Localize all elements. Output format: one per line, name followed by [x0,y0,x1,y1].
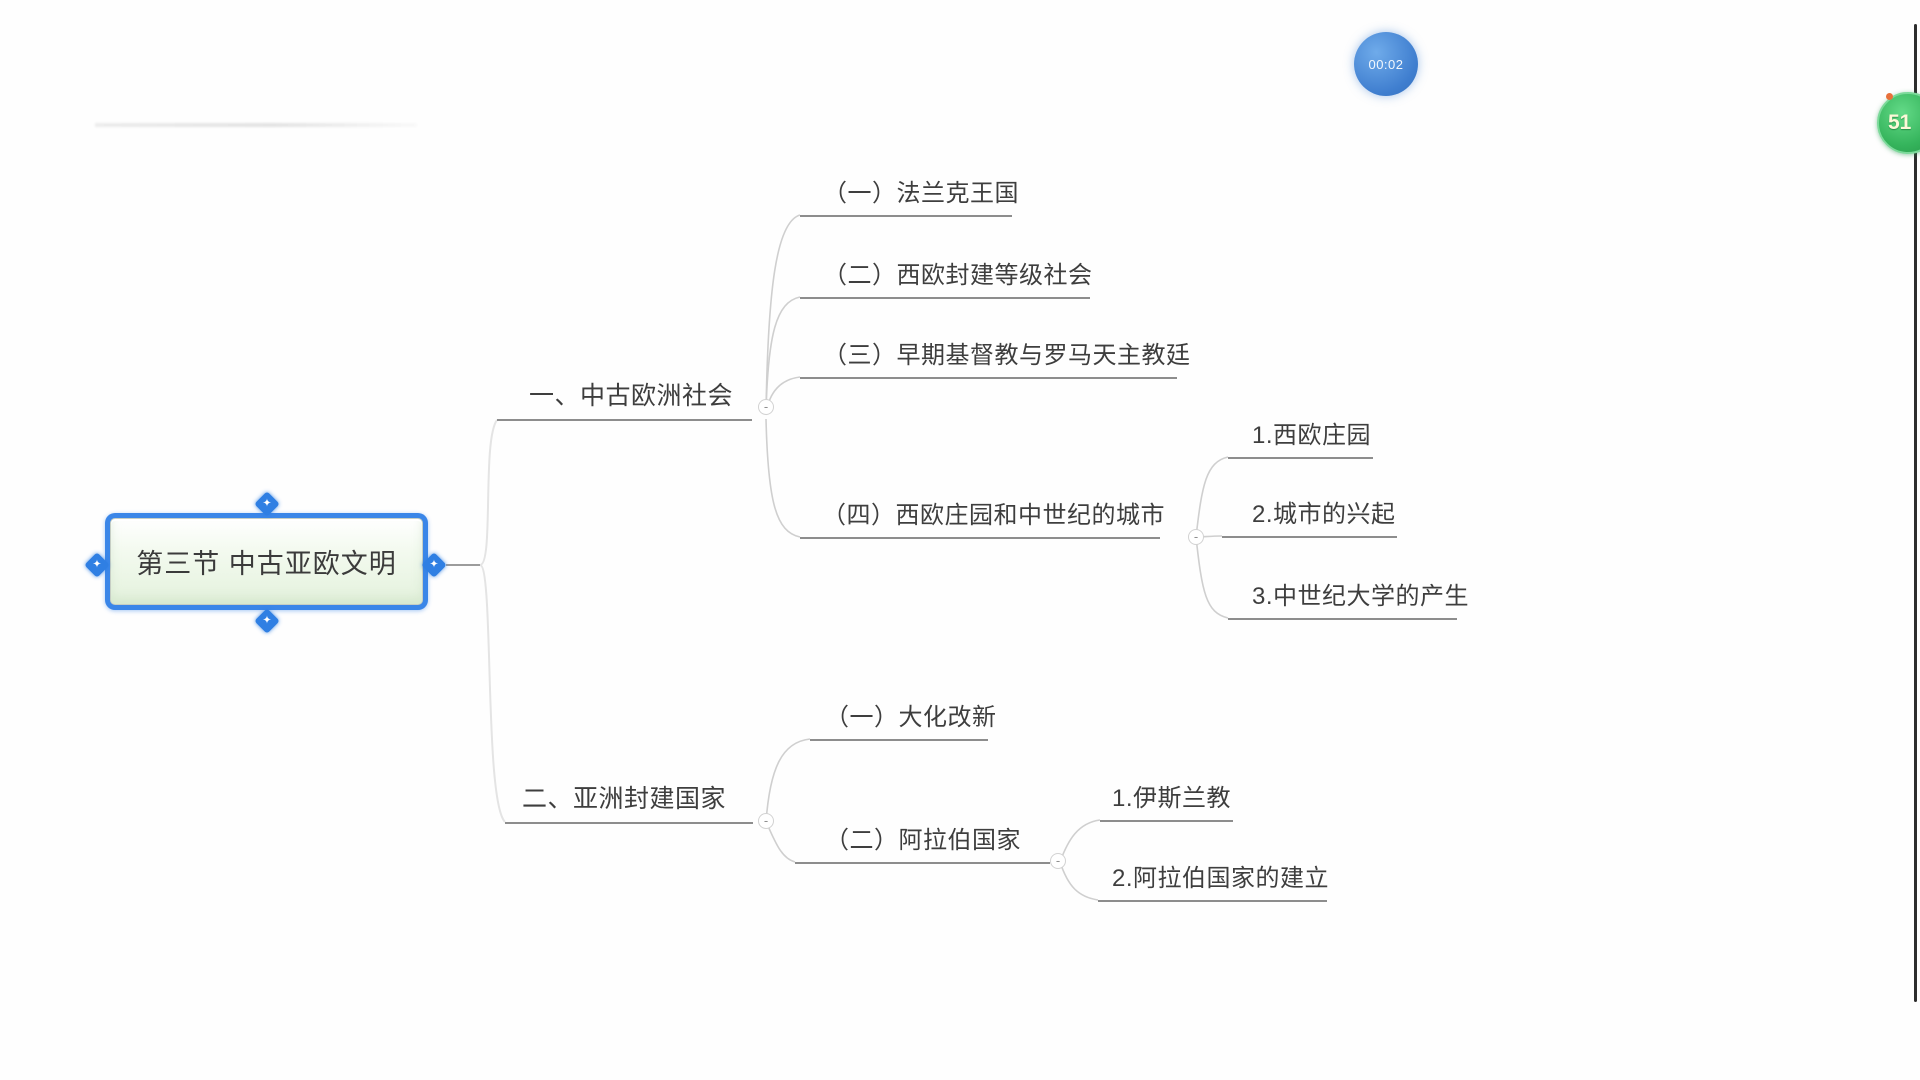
collapse-toggle[interactable]: - [758,399,774,415]
topic-label: 二、亚洲封建国家 [522,785,727,813]
topic-label: 3.中世纪大学的产生 [1252,583,1470,610]
collapse-toggle[interactable]: - [1050,853,1066,869]
collapse-toggle[interactable]: - [1188,529,1204,545]
recording-timer-label: 00:02 [1368,56,1404,72]
root-topic-label: 第三节 中古亚欧文明 [136,549,397,579]
topic-label: （四）西欧庄园和中世纪的城市 [822,502,1165,529]
topic-arab-states[interactable]: （二）阿拉伯国家 [795,818,1050,864]
topic-islam[interactable]: 1.伊斯兰教 [1100,776,1233,822]
root-topic[interactable]: 第三节 中古亚欧文明 [110,518,423,605]
recording-timer-bubble[interactable]: 00:02 [1354,32,1418,96]
topic-label: 1.伊斯兰教 [1112,785,1232,812]
topic-label: （二）阿拉伯国家 [825,827,1021,854]
topic-label: （三）早期基督教与罗马天主教廷 [823,342,1191,369]
topic-west-european-manor[interactable]: 1.西欧庄园 [1228,413,1373,459]
screen-edge-artifact [1914,24,1917,1002]
topic-label: （二）西欧封建等级社会 [823,262,1093,289]
topic-medieval-european-society[interactable]: 一、中古欧洲社会 [497,379,752,421]
notification-dot [1886,93,1893,100]
topic-manors-and-medieval-cities[interactable]: （四）西欧庄园和中世纪的城市 [800,493,1165,539]
topic-taika-reform[interactable]: （一）大化改新 [810,695,996,741]
toolbar-shadow-line [95,123,417,127]
topic-label: （一）大化改新 [825,704,997,731]
topic-early-christianity-roman-curia[interactable]: （三）早期基督教与罗马天主教廷 [800,333,1190,379]
topic-founding-of-arab-states[interactable]: 2.阿拉伯国家的建立 [1098,856,1330,902]
collapse-toggle[interactable]: - [758,813,774,829]
topic-label: 2.城市的兴起 [1252,501,1396,528]
topic-label: 2.阿拉伯国家的建立 [1112,865,1330,892]
floating-app-button-label: 51 [1888,111,1912,134]
topic-asian-feudal-states[interactable]: 二、亚洲封建国家 [505,782,753,824]
root-topic-selection-frame: 第三节 中古亚欧文明 ✦ ✦ ✦ ✦ [84,491,447,634]
topic-label: 1.西欧庄园 [1252,422,1372,449]
topic-label: 一、中古欧洲社会 [529,382,734,410]
topic-rise-of-cities[interactable]: 2.城市的兴起 [1222,492,1397,538]
topic-frankish-kingdom[interactable]: （一）法兰克王国 [800,171,1019,217]
topic-medieval-universities[interactable]: 3.中世纪大学的产生 [1228,574,1469,620]
topic-label: （一）法兰克王国 [823,180,1019,207]
topic-west-european-feudal-hierarchy[interactable]: （二）西欧封建等级社会 [800,253,1093,299]
